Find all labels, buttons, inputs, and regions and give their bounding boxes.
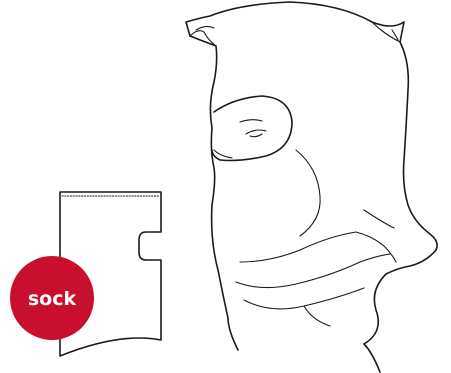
neck-wrinkle-5 bbox=[356, 232, 396, 262]
eye-upper-lid bbox=[246, 130, 266, 134]
brow bbox=[240, 120, 262, 122]
neck-wrinkle-2 bbox=[236, 254, 390, 288]
neck-wrinkle-4 bbox=[304, 306, 330, 326]
nose-bridge bbox=[214, 150, 232, 158]
sock-badge: sock bbox=[10, 256, 94, 340]
sock-badge-label: sock bbox=[28, 288, 77, 310]
balaclava-outline bbox=[186, 2, 437, 350]
eye bbox=[250, 134, 262, 137]
cheek-line bbox=[296, 150, 320, 236]
neck-wrinkle-1 bbox=[240, 232, 356, 262]
balaclava-figure bbox=[186, 2, 437, 372]
eye-opening bbox=[212, 96, 292, 161]
shoulder bbox=[364, 344, 380, 372]
neck-wrinkle-6 bbox=[364, 210, 394, 228]
crown-left-crease bbox=[196, 26, 214, 30]
